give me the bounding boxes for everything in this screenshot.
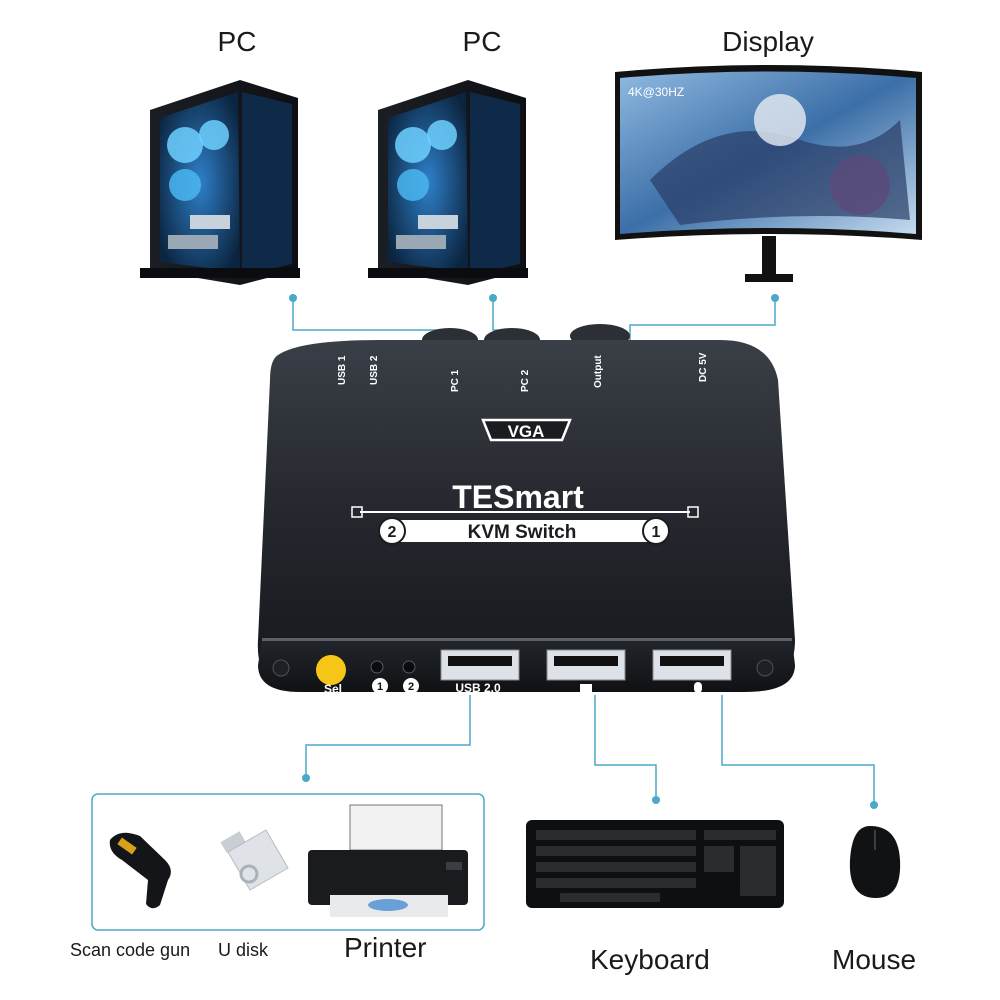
usb-peripherals-box (91, 793, 485, 931)
pc1-port-label: PC 1 (450, 369, 461, 392)
top-connector-dots (289, 294, 779, 302)
keyboard-device-icon (526, 820, 784, 908)
pc2-label: PC (462, 26, 502, 57)
cable-graphic (351, 506, 699, 545)
printer-icon (308, 804, 468, 917)
u-disk-icon (220, 829, 289, 891)
bottom-connector-dots (302, 774, 878, 809)
mouse-icon (694, 682, 702, 693)
keyboard-icon (580, 684, 592, 692)
switch-port-labels: USB 1 USB 2 PC 1 PC 2 Output DC 5V (337, 352, 709, 392)
printer-label: Printer (344, 932, 427, 963)
model-label: KVM Switch (468, 522, 577, 543)
pc1-tower-icon (140, 80, 300, 285)
dc-port-label: DC 5V (698, 352, 709, 382)
num-right-label: 1 (652, 524, 661, 541)
num-left-label: 2 (388, 524, 397, 541)
sel-label: Sel (324, 682, 342, 696)
mouse-device-icon (849, 826, 901, 898)
brand-label: TESmart (452, 479, 584, 515)
monitor-badge: 4K@30HZ (628, 85, 684, 99)
usb2-port-label: USB 2 (369, 355, 380, 385)
front-controls (316, 655, 419, 694)
sel-button (316, 655, 346, 685)
udisk-label: U disk (218, 940, 269, 960)
scan-code-gun-icon (109, 832, 171, 909)
vga-badge (481, 418, 572, 442)
pc2-port-label: PC 2 (520, 369, 531, 392)
usb1-port-label: USB 1 (337, 355, 348, 385)
output-port-label: Output (593, 355, 604, 388)
display-label: Display (722, 26, 814, 57)
usb-label: USB 2.0 (455, 681, 501, 695)
led2-label: 2 (408, 681, 414, 693)
pc1-label: PC (217, 26, 257, 57)
scan-gun-label: Scan code gun (70, 940, 191, 960)
keyboard-label: Keyboard (590, 944, 710, 975)
pc2-tower-icon (368, 80, 528, 285)
led1-label: 1 (377, 681, 383, 693)
monitor-icon (615, 65, 922, 282)
bottom-connector-lines (305, 695, 875, 805)
vga-label: VGA (508, 422, 545, 441)
mouse-label: Mouse (832, 944, 917, 975)
usb-ports (440, 649, 732, 693)
